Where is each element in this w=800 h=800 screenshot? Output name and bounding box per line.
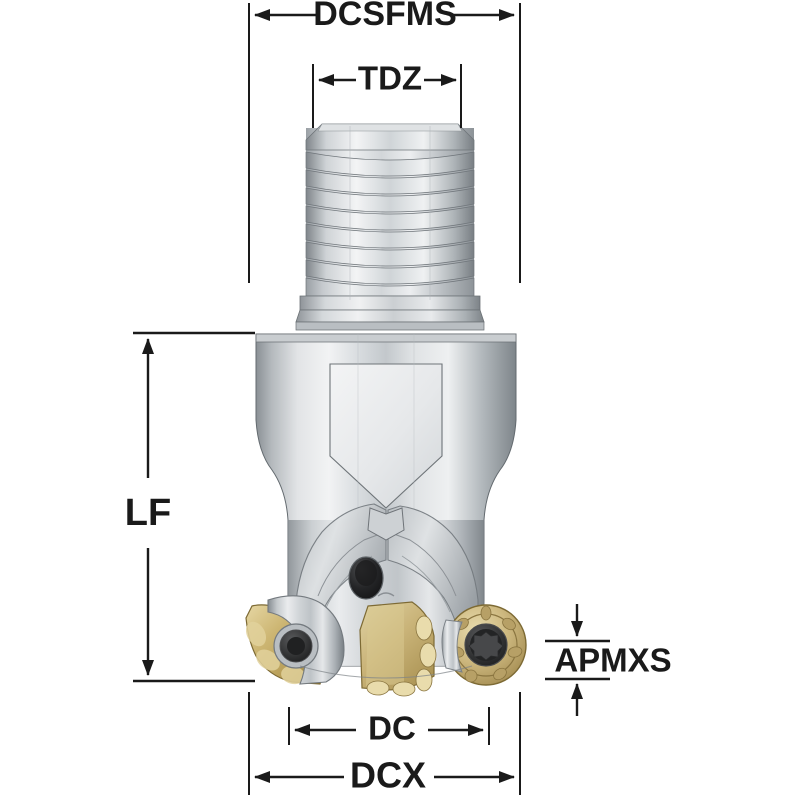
label-apmxs: APMXS bbox=[554, 642, 671, 679]
dimension-dcx bbox=[248, 692, 521, 795]
insert-left bbox=[245, 595, 345, 685]
shank-collar bbox=[295, 309, 485, 331]
label-tdz: TDZ bbox=[358, 60, 422, 97]
milling-cutter-illustration bbox=[245, 123, 527, 697]
dimension-annotations bbox=[133, 3, 610, 795]
label-dc: DC bbox=[368, 710, 416, 747]
dimension-lf bbox=[133, 331, 255, 683]
dimension-labels: DCSFMS TDZ LF APMXS DC DCX bbox=[125, 0, 672, 796]
insert-right bbox=[441, 604, 527, 686]
dimension-tdz bbox=[312, 64, 462, 128]
dimension-dc bbox=[288, 707, 490, 745]
threaded-shank bbox=[299, 123, 481, 311]
dimension-dcsfms bbox=[248, 3, 521, 283]
dimension-apmxs bbox=[545, 604, 610, 716]
label-dcsfms: DCSFMS bbox=[313, 0, 457, 33]
insert-center bbox=[359, 592, 437, 697]
thread-ridges bbox=[305, 151, 475, 285]
label-dcx: DCX bbox=[350, 755, 426, 796]
label-lf: LF bbox=[125, 492, 171, 534]
coolant-holes bbox=[348, 556, 384, 600]
